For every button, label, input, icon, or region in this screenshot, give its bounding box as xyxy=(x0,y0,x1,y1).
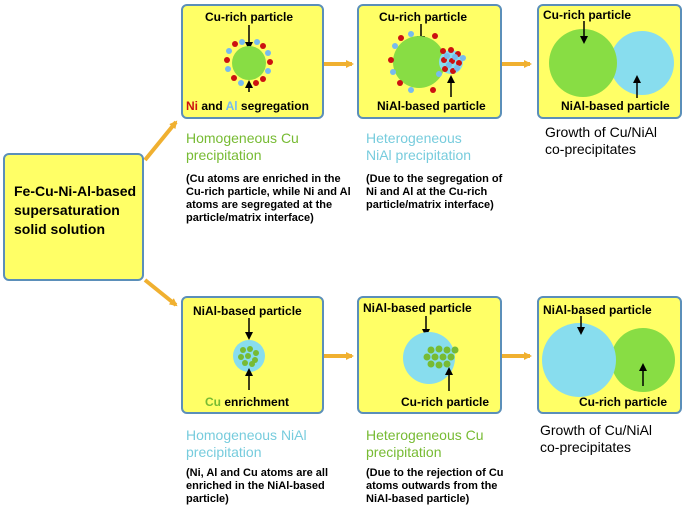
bottom-box-2-bottom-label: Cu-rich particle xyxy=(401,395,490,409)
bottom-step1-note: (Ni, Al and Cu atoms are all enriched in… xyxy=(186,467,329,505)
bottom-box-2-figure xyxy=(403,316,459,391)
top-step2-note: (Due to the segregation of Ni and Al at … xyxy=(366,173,503,211)
bottom-step2-note: (Due to the rejection of Cu atoms outwar… xyxy=(366,467,504,505)
top-box-3-figure xyxy=(549,21,674,98)
enrichment-label: enrichment xyxy=(221,395,290,409)
top-step3-title: Growth of Cu/NiAl co-precipitates xyxy=(545,124,658,157)
bottom-box-3-bottom-label: Cu-rich particle xyxy=(579,395,668,409)
top-box-2-top-label: Cu-rich particle xyxy=(379,10,468,24)
top-box-1-bottom-label: Ni and Al segregation xyxy=(186,99,309,113)
and-label: and xyxy=(198,99,226,113)
cu-rich-particle xyxy=(549,29,617,97)
top-box-2-bottom-label: NiAl-based particle xyxy=(377,99,486,113)
bottom-step2-title: Heterogeneous Cu precipitation xyxy=(366,427,484,460)
top-box-1-figure xyxy=(224,25,273,92)
bottom-box-1-figure xyxy=(233,318,265,390)
top-box-3: Cu-rich particle NiAl-based particle xyxy=(537,4,682,119)
cu-label: Cu xyxy=(205,395,221,409)
top-box-2: Cu-rich particle NiAl-based particle xyxy=(357,4,502,119)
cu-rich-particle xyxy=(611,328,675,392)
top-box-2-figure xyxy=(388,24,466,97)
bottom-box-2: NiAl-based particle Cu-rich particle xyxy=(357,296,502,414)
nial-particle xyxy=(610,31,674,95)
bottom-box-3-top-label: NiAl-based particle xyxy=(543,303,652,317)
arrow-start-to-bottom xyxy=(143,278,178,307)
al-label: Al xyxy=(225,99,238,113)
top-step1-note: (Cu atoms are enriched in the Cu-rich pa… xyxy=(186,173,351,224)
top-step1-title: Homogeneous Cu precipitation xyxy=(186,130,299,163)
segregation-label: segregation xyxy=(237,99,309,113)
cu-rich-particle xyxy=(393,36,445,88)
top-step2-title: Heterogeneous NiAl precipitation xyxy=(366,130,472,163)
top-box-1-top-label: Cu-rich particle xyxy=(205,10,294,24)
cu-rich-particle xyxy=(232,46,266,80)
top-box-3-bottom-label: NiAl-based particle xyxy=(561,99,670,113)
bottom-box-1-top-label: NiAl-based particle xyxy=(193,304,302,318)
bottom-box-2-top-label: NiAl-based particle xyxy=(363,301,472,315)
bottom-box-3-figure xyxy=(542,316,675,397)
bottom-box-1-bottom-label: Cu enrichment xyxy=(205,395,289,409)
bottom-step1-title: Homogeneous NiAl precipitation xyxy=(186,427,307,460)
start-label: Fe-Cu-Ni-Al-based supersaturation solid … xyxy=(14,183,137,237)
nial-particle xyxy=(542,323,616,397)
top-box-3-top-label: Cu-rich particle xyxy=(543,8,632,22)
top-box-1: Cu-rich particle Ni and Al segregation xyxy=(181,4,324,119)
bottom-step3-title: Growth of Cu/NiAl co-precipitates xyxy=(540,422,653,455)
bottom-box-3: NiAl-based particle Cu-rich particle xyxy=(537,296,682,414)
bottom-box-1: NiAl-based particle Cu enrichment xyxy=(181,296,324,414)
ni-label: Ni xyxy=(186,99,198,113)
arrow-start-to-top xyxy=(143,120,178,162)
start-box: Fe-Cu-Ni-Al-based supersaturation solid … xyxy=(3,153,144,281)
